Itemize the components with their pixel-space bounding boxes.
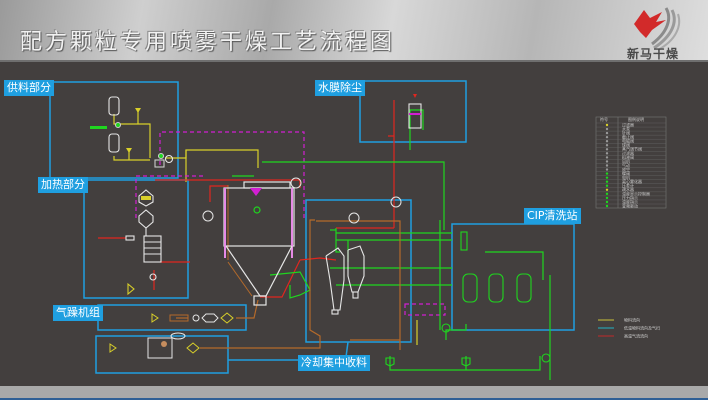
legend-header-symbol: 符号 bbox=[600, 116, 608, 122]
legend-symbol-icon bbox=[605, 168, 609, 171]
legend-symbol-icon bbox=[605, 200, 609, 204]
brand-name: 新马干燥 bbox=[627, 47, 680, 61]
heater-unit bbox=[125, 189, 162, 296]
legend-symbol-icon bbox=[605, 127, 609, 131]
feed-section-box bbox=[49, 81, 179, 179]
legend-flow-label: 低温物料流向及气扫 bbox=[624, 325, 660, 331]
legend-item-label: 截止阀 bbox=[622, 134, 634, 140]
legend-item-label: 电机 bbox=[622, 174, 630, 180]
legend-item-label: 温度显示控制器 bbox=[622, 190, 650, 196]
cip-tanks bbox=[385, 231, 551, 367]
legend-symbol-icon bbox=[605, 180, 609, 183]
legend-symbol-icon bbox=[605, 176, 609, 179]
section-label-water-film: 水膜除尘 bbox=[315, 80, 365, 96]
legend-symbol-icon bbox=[605, 156, 609, 159]
legend-item-label: 蝶阀 bbox=[622, 170, 630, 176]
brand-logo-icon bbox=[634, 7, 681, 51]
legend-symbol-icon bbox=[605, 131, 609, 135]
cip-section-box bbox=[451, 223, 575, 331]
legend-symbol-icon bbox=[605, 140, 609, 143]
cooling-lines bbox=[176, 219, 401, 350]
legend-item-label: 气动 bbox=[622, 162, 630, 168]
legend-symbol-icon bbox=[605, 192, 609, 196]
legend-symbol-icon bbox=[605, 148, 609, 151]
legend-item-label: 变频驱动 bbox=[622, 202, 638, 208]
legend-item-label: 压力指示 bbox=[622, 194, 638, 200]
legend-item-label: 水泵 bbox=[622, 125, 630, 131]
cyclone-separators bbox=[325, 245, 365, 315]
heating-section-box bbox=[83, 179, 189, 299]
legend-item-label: 离心雾化器 bbox=[622, 178, 642, 184]
legend-symbol-icon bbox=[605, 188, 609, 191]
legend-item-label: 蒸汽调节阀 bbox=[622, 146, 642, 152]
header-banner: 配方颗粒专用喷雾干燥工艺流程图 新马干燥 bbox=[0, 0, 708, 62]
legend-flow-label: 高温气流流向 bbox=[624, 333, 648, 339]
legend-item-label: 温度指示 bbox=[622, 198, 638, 204]
cooling-left-box bbox=[95, 335, 229, 374]
legend-item-label: 电磁阀 bbox=[622, 138, 634, 144]
fans bbox=[202, 177, 402, 224]
section-label-cooling-collect: 冷却集中收料 bbox=[298, 355, 370, 371]
water-film-scrubber bbox=[408, 94, 422, 129]
air-dryer-equipment bbox=[109, 312, 234, 359]
cooling-collect-box bbox=[305, 199, 412, 343]
legend-symbol-icon bbox=[605, 144, 609, 147]
legend-symbol-icon bbox=[605, 196, 609, 200]
legend-symbol-icon bbox=[605, 152, 609, 155]
legend-symbol-icon bbox=[605, 135, 609, 139]
process-flow-diagram: 过滤器水泵针阀截止阀电磁阀球阀蒸汽调节阀过滤器料液阀风机气动放空蝶阀电机离心雾化… bbox=[49, 80, 667, 380]
legend-symbol-icon bbox=[605, 172, 609, 175]
section-label-air-dryer: 气躁机组 bbox=[53, 305, 103, 321]
feed-tanks bbox=[90, 96, 174, 168]
legend-item-label: 风机 bbox=[622, 158, 630, 164]
spray-drying-tower bbox=[223, 181, 295, 306]
legend-header-desc: 图例说明 bbox=[628, 116, 644, 122]
section-label-heating: 加热部分 bbox=[38, 177, 88, 193]
legend-table: 过滤器水泵针阀截止阀电磁阀球阀蒸汽调节阀过滤器料液阀风机气动放空蝶阀电机离心雾化… bbox=[595, 116, 667, 208]
legend-item-label: 针阀 bbox=[622, 130, 630, 136]
legend-symbol-icon bbox=[605, 160, 609, 163]
section-label-feed: 供料部分 bbox=[4, 80, 54, 96]
footer-bar bbox=[0, 386, 708, 400]
legend-symbol-icon bbox=[605, 184, 609, 187]
legend-item-label: 放空 bbox=[622, 166, 630, 172]
legend-item-label: 压差计 bbox=[622, 182, 634, 188]
legend-item-label: 料液阀 bbox=[622, 154, 634, 160]
section-label-cip: CIP清洗站 bbox=[524, 208, 581, 224]
legend-flow-label: 物料流向 bbox=[624, 317, 640, 323]
water-film-section-box bbox=[359, 80, 467, 143]
air-dryer-section-box bbox=[97, 304, 247, 331]
legend-symbol-icon bbox=[605, 164, 609, 167]
legend-item-label: 过滤器 bbox=[622, 150, 634, 156]
page-title: 配方颗粒专用喷雾干燥工艺流程图 bbox=[20, 30, 396, 55]
legend-item-label: 球阀 bbox=[622, 142, 630, 148]
legend-item-label: 疏水器 bbox=[622, 186, 634, 192]
water-cip-lines bbox=[232, 109, 551, 380]
dashed-pneumatic-lines bbox=[135, 131, 446, 316]
legend-symbol-icon bbox=[605, 204, 609, 208]
legend-item-label: 过滤器 bbox=[622, 121, 634, 127]
legend-symbol-icon bbox=[605, 123, 609, 127]
flow-diagram-canvas: 过滤器水泵针阀截止阀电磁阀球阀蒸汽调节阀过滤器料液阀风机气动放空蝶阀电机离心雾化… bbox=[0, 62, 708, 386]
